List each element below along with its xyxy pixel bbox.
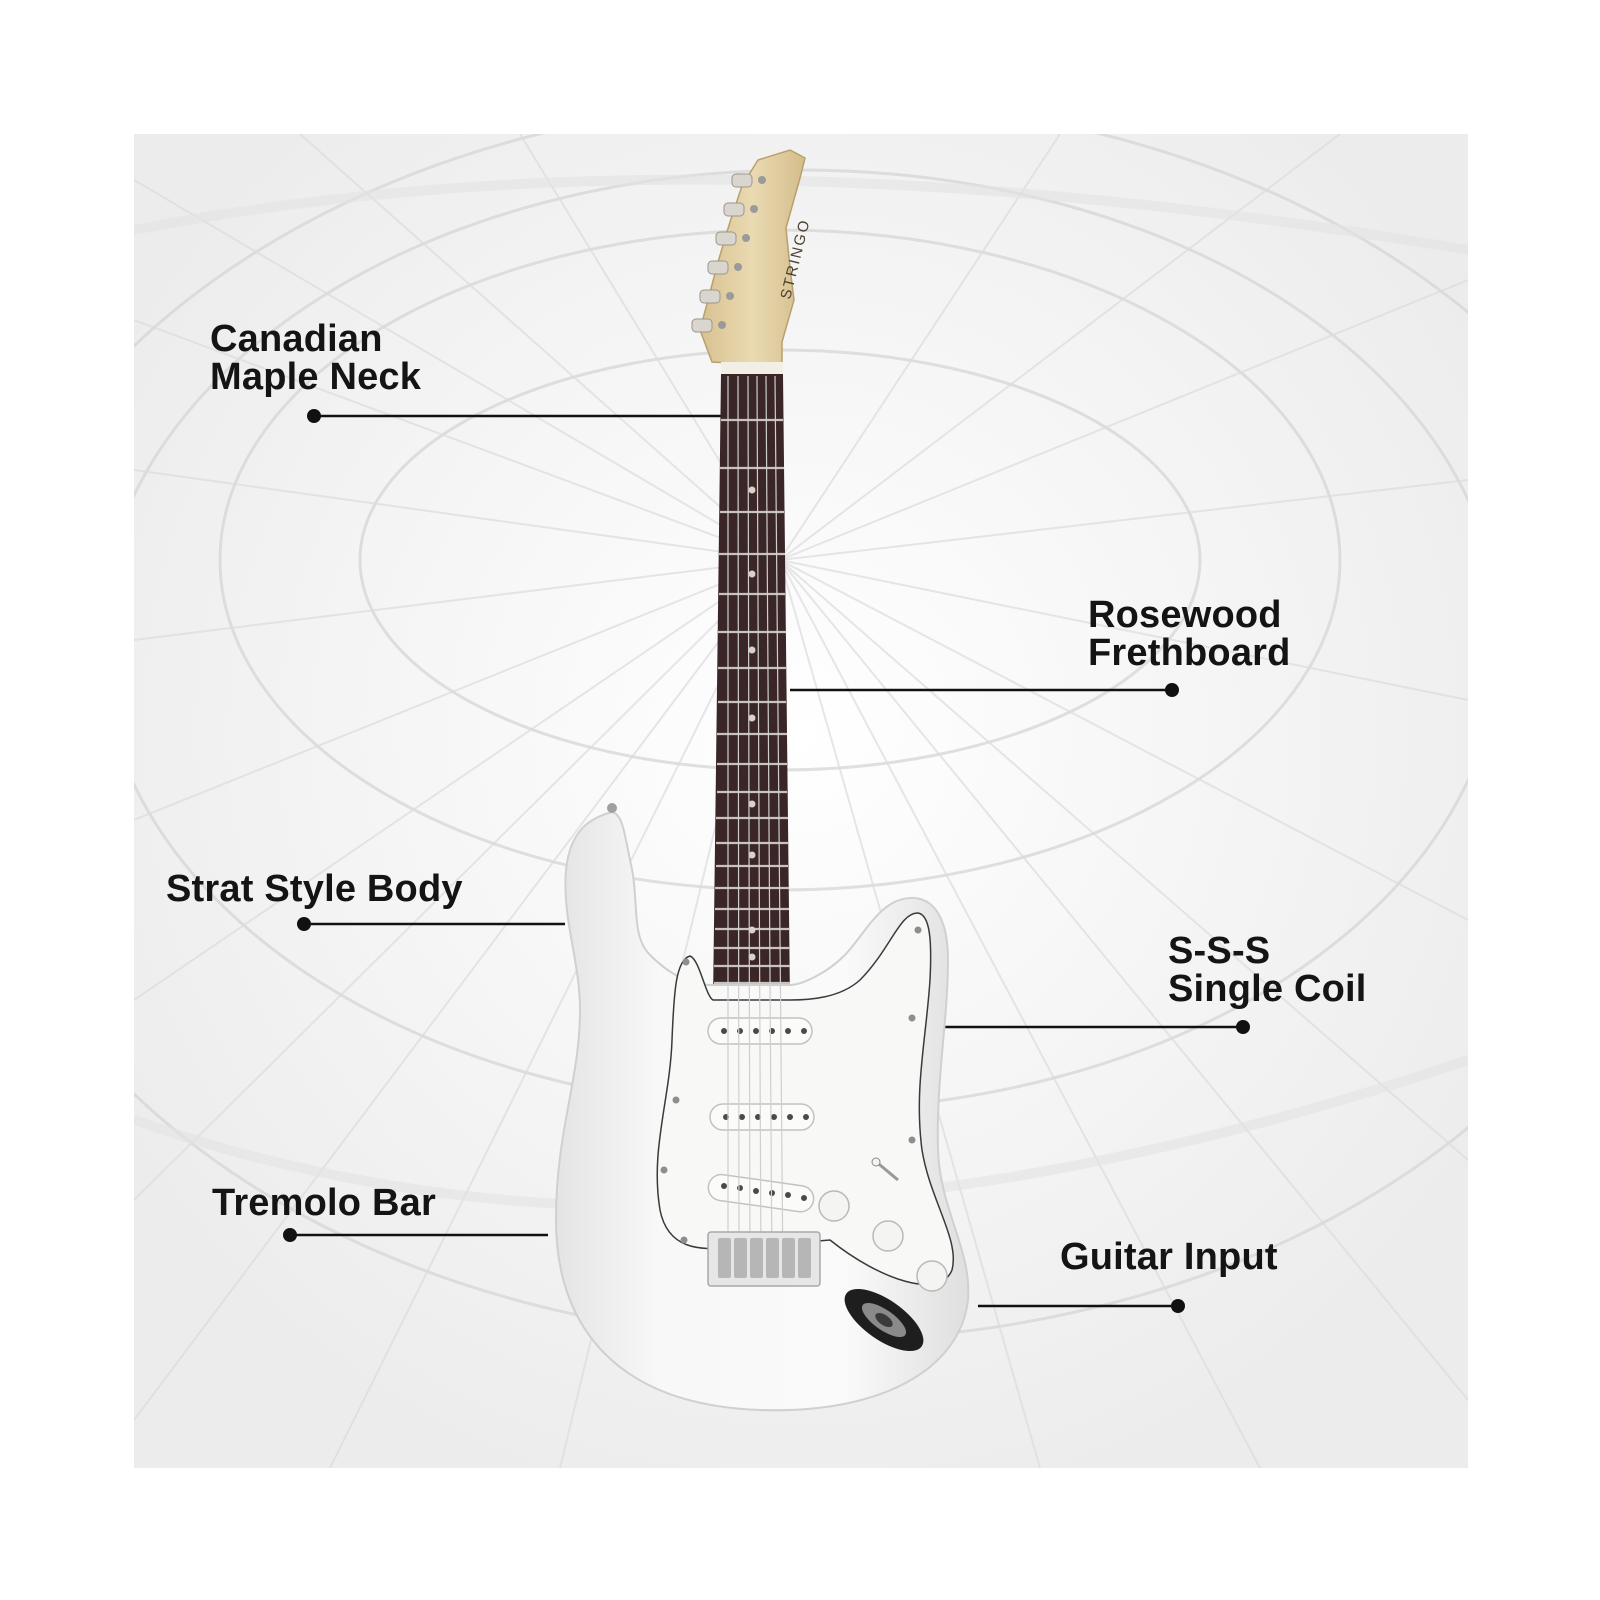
volume-knob	[818, 1190, 850, 1222]
fret-markers	[748, 486, 756, 961]
guitar: STRINGO	[554, 149, 970, 1412]
tuner-posts	[718, 176, 766, 329]
pickups-leader-dot	[1236, 1020, 1250, 1034]
output-jack	[844, 1288, 924, 1352]
strap-button	[607, 803, 617, 813]
callout-leaders	[283, 409, 1250, 1313]
fretboard	[713, 374, 790, 1002]
stadium-background	[134, 134, 1468, 1468]
tone-knob-2	[916, 1260, 948, 1292]
body-label-line1: Strat Style Body	[166, 868, 463, 910]
strings	[727, 375, 784, 1277]
body-leader-dot	[297, 917, 311, 931]
pickups-label-line2: Single Coil	[1168, 968, 1367, 1010]
maple-neck-leader-dot	[307, 409, 321, 423]
headstock	[699, 149, 806, 367]
tremolo-label: Tremolo Bar	[212, 1184, 436, 1222]
tremolo-label-line1: Tremolo Bar	[212, 1182, 436, 1224]
control-knobs	[818, 1157, 948, 1292]
fretboard-leader-dot	[1165, 683, 1179, 697]
fretboard-label-line2: Frethboard	[1088, 632, 1291, 674]
tuning-pegs	[691, 173, 753, 333]
input-label-line1: Guitar Input	[1060, 1236, 1278, 1278]
tone-knob-1	[872, 1220, 904, 1252]
bridge-saddles	[718, 1238, 811, 1278]
fretboard-label: Rosewood Frethboard	[1088, 596, 1291, 672]
maple-neck-label-line1: Canadian	[210, 318, 383, 360]
fretboard-label-line1: Rosewood	[1088, 594, 1282, 636]
pickups-label: S-S-S Single Coil	[1168, 932, 1367, 1008]
input-label: Guitar Input	[1060, 1238, 1278, 1276]
middle-pickup	[709, 1103, 815, 1131]
tremolo-leader-dot	[283, 1228, 297, 1242]
input-leader-dot	[1171, 1299, 1185, 1313]
maple-neck-label-line2: Maple Neck	[210, 356, 422, 398]
body-label: Strat Style Body	[166, 870, 463, 908]
maple-neck-label: Canadian Maple Neck	[210, 320, 421, 396]
pickups-label-line1: S-S-S	[1168, 930, 1271, 972]
nut	[721, 362, 783, 376]
